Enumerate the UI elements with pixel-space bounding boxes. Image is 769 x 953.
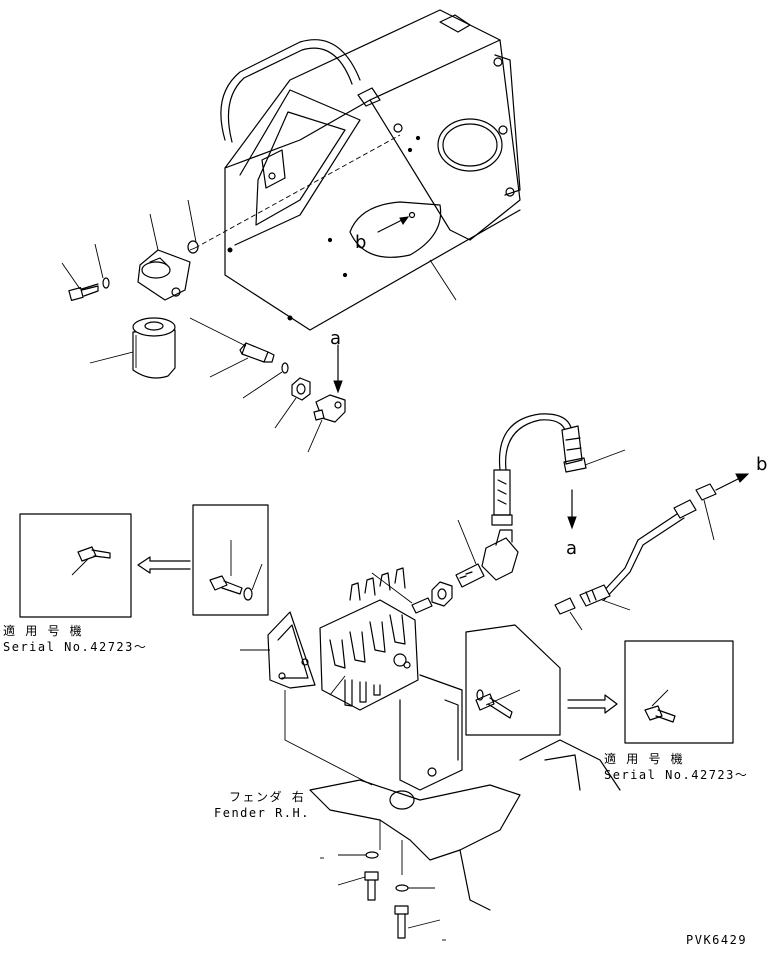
filter-assembly (61, 199, 346, 453)
callout-b-right: b (756, 454, 768, 475)
hose-fittings (371, 413, 626, 614)
fender-label-jp: フェンダ 右 (229, 790, 306, 804)
control-valve (319, 567, 419, 711)
fender-label-en: Fender R.H. (214, 806, 310, 820)
serial-left-number: Serial No.42723～ (3, 640, 148, 654)
serial-right-applicable: 適 用 号 機 (604, 752, 685, 766)
serial-left-applicable: 適 用 号 機 (3, 624, 84, 638)
drawing-code: PVK6429 (686, 933, 748, 947)
serial-detail-right (624, 640, 734, 744)
callout-a-top: a (330, 328, 342, 349)
main-housing (189, 9, 521, 331)
bottom-fasteners (320, 851, 446, 941)
callout-b-left: b (355, 232, 367, 253)
mount-bracket-left (240, 611, 316, 689)
serial-right-number: Serial No.42723～ (604, 768, 749, 782)
serial-detail-left (19, 513, 191, 618)
pipe-line (554, 473, 750, 631)
callout-a-bottom: a (566, 538, 578, 559)
bracket-bolt-box (192, 504, 269, 616)
bracket-right-box (465, 624, 618, 736)
fender-frame (284, 674, 621, 911)
